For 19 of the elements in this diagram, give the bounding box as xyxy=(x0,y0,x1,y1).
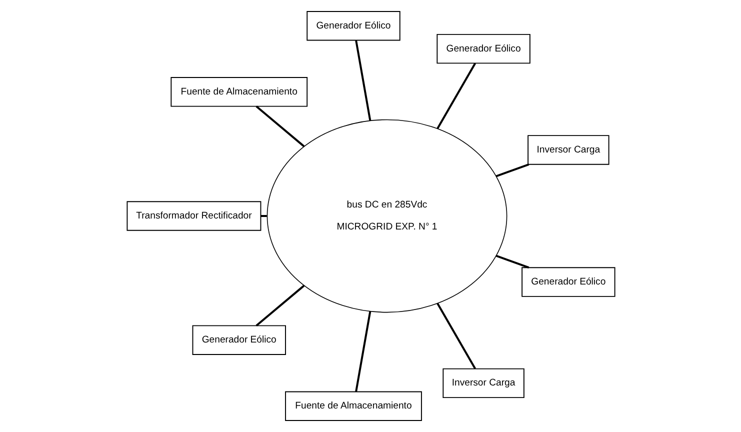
node-box: Inversor Carga xyxy=(442,368,524,398)
node-box: Transformador Rectificador xyxy=(126,201,261,231)
connector xyxy=(436,62,476,130)
node-box: Generador Eólico xyxy=(192,325,286,355)
connector xyxy=(495,254,529,269)
connector xyxy=(255,106,304,148)
connector xyxy=(255,284,304,326)
connector xyxy=(354,311,371,392)
node-box: Inversor Carga xyxy=(527,135,609,165)
node-box: Generador Eólico xyxy=(436,34,530,64)
connector xyxy=(260,215,266,217)
connector xyxy=(495,163,529,178)
node-box: Fuente de Almacenamiento xyxy=(170,77,308,107)
connector xyxy=(354,40,371,121)
node-ellipse: bus DC en 285Vdc MICROGRID EXP. N° 1 xyxy=(266,119,507,313)
node-box: Generador Eólico xyxy=(521,267,615,297)
node-box: Generador Eólico xyxy=(306,11,400,41)
connector xyxy=(436,302,476,370)
node-box: Fuente de Almacenamiento xyxy=(284,391,422,421)
